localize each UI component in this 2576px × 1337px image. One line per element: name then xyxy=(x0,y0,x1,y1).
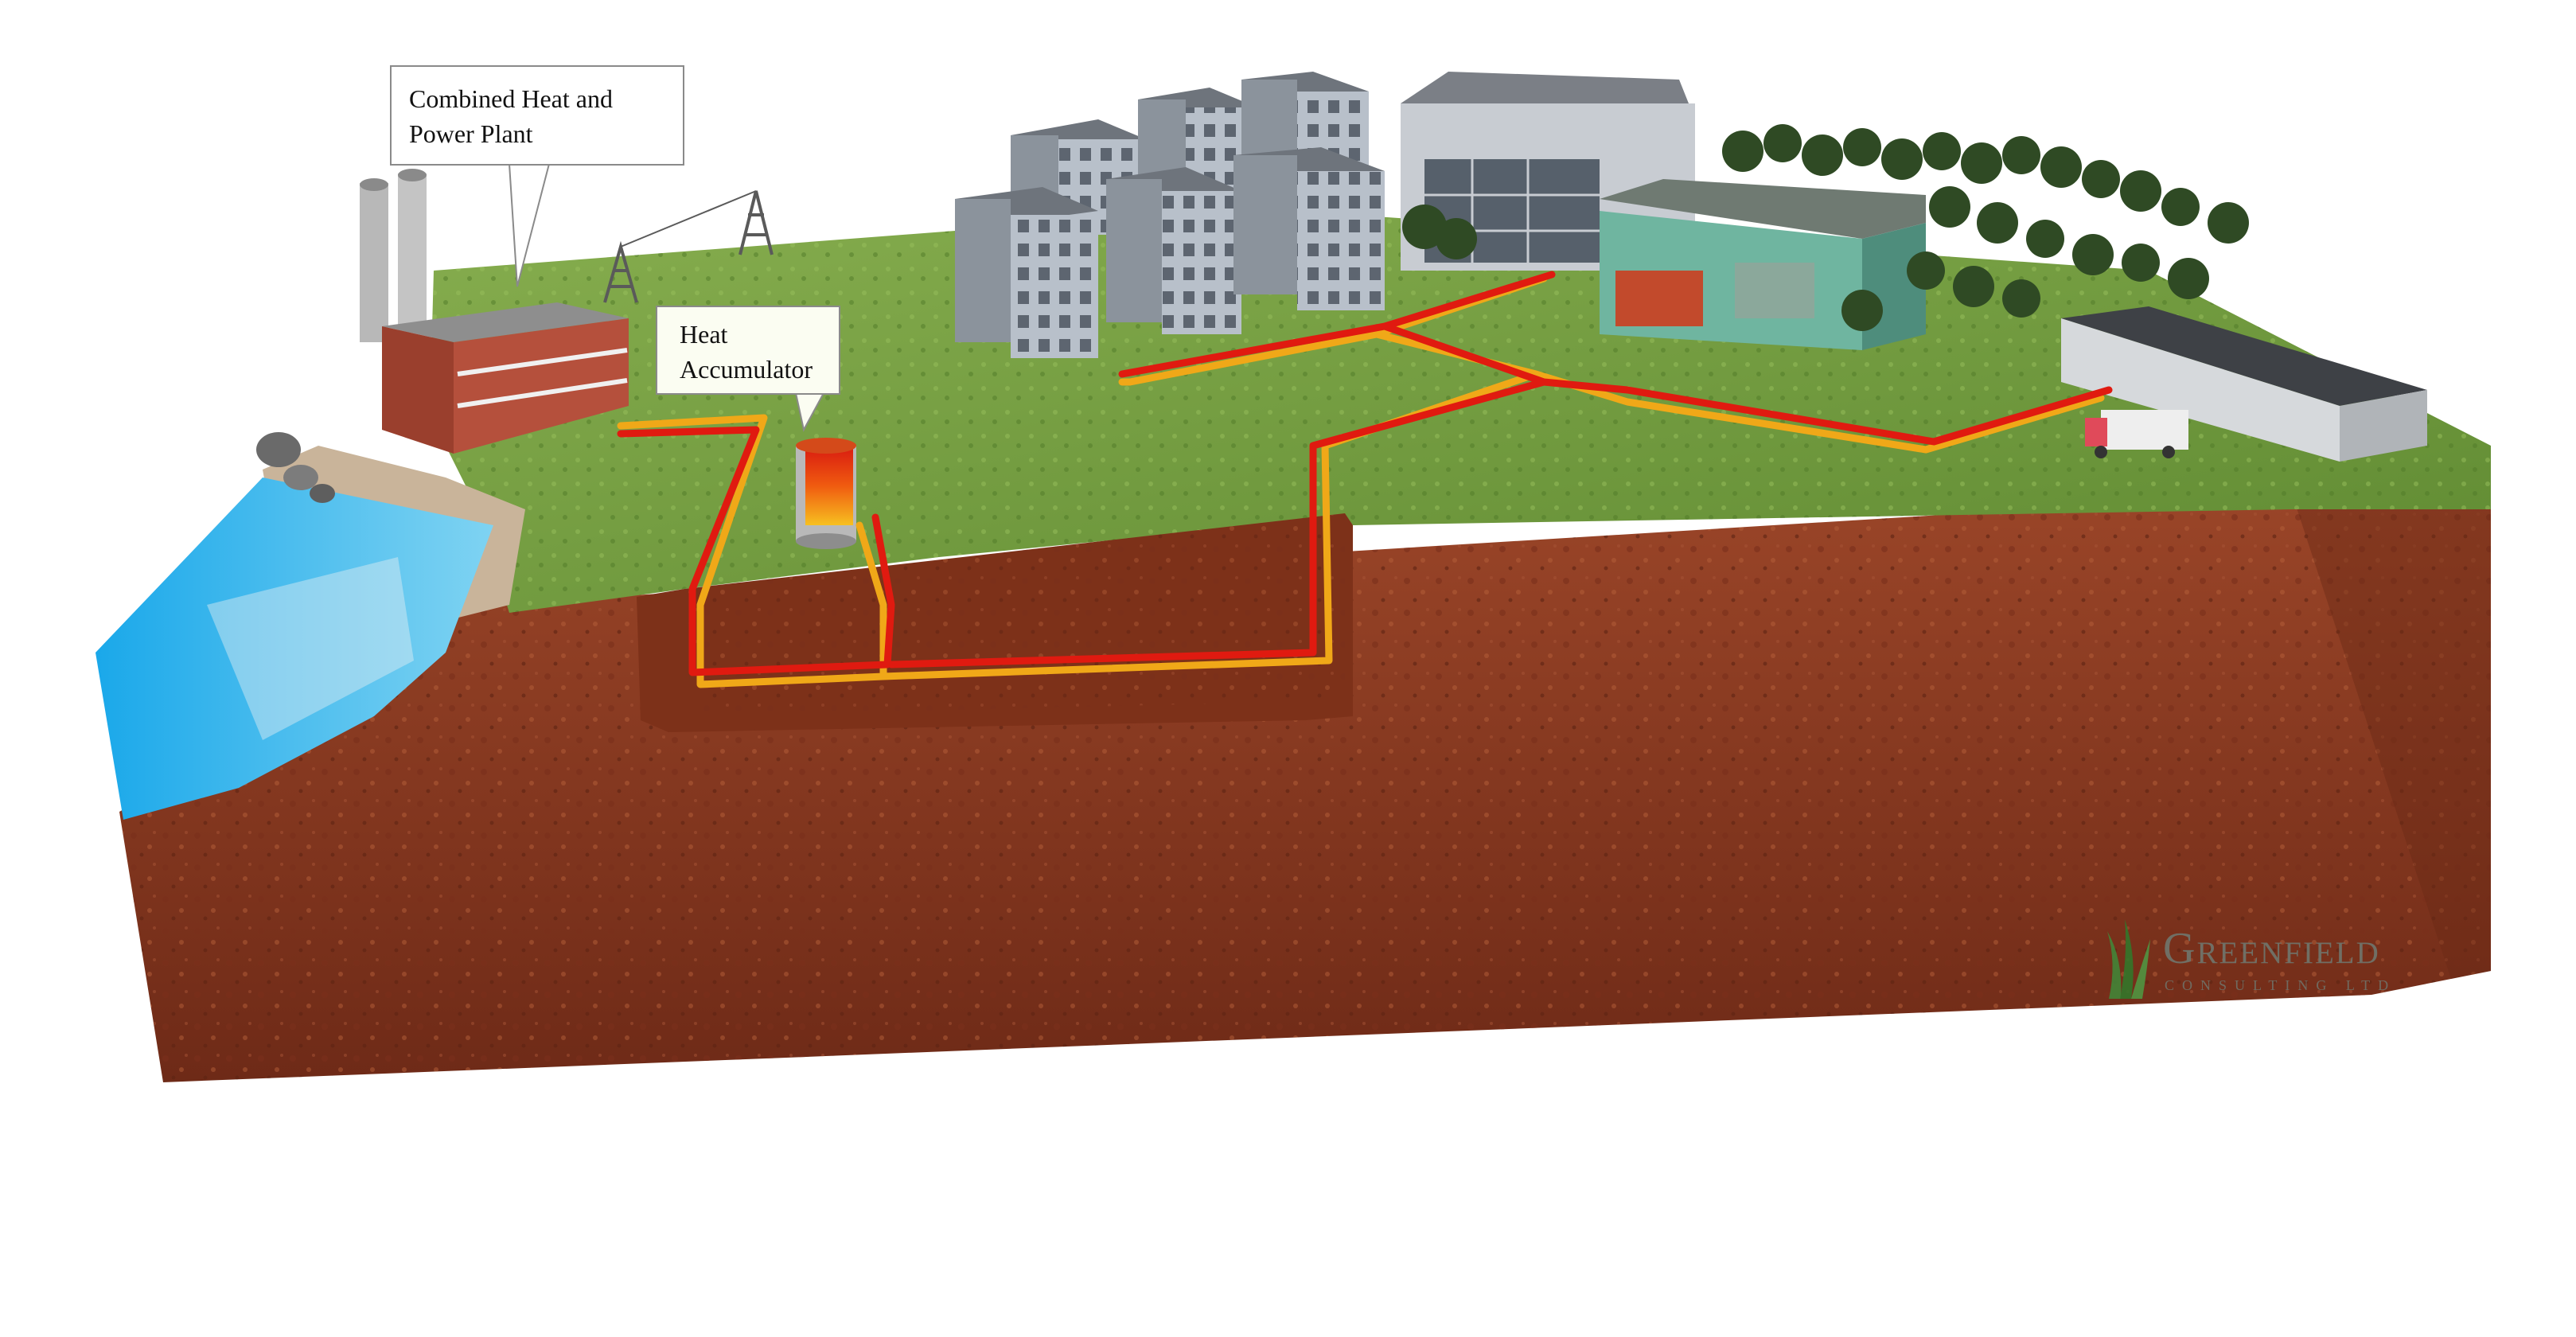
supply-pipe xyxy=(617,271,2113,676)
chimney-stacks xyxy=(360,169,427,342)
power-pylons xyxy=(603,190,774,303)
logo-subtitle: CONSULTING LTD xyxy=(2165,977,2397,993)
logo-wordmark: Greenfield xyxy=(2163,924,2380,973)
apartment-blocks xyxy=(955,72,1385,358)
grass-surface xyxy=(430,215,2491,613)
apartment-block xyxy=(1106,167,1241,334)
delivery-truck xyxy=(2085,410,2188,458)
chp-plant-building xyxy=(382,302,629,454)
lake xyxy=(95,477,493,820)
heat-accumulator-tank xyxy=(796,438,856,549)
callout-pointers xyxy=(508,163,825,432)
apartment-block xyxy=(955,187,1098,358)
rocks xyxy=(256,432,335,503)
warehouse xyxy=(2061,306,2427,462)
district-heating-pipes xyxy=(617,271,2113,688)
chp-callout-line2: Power Plant xyxy=(409,119,533,148)
trees xyxy=(1402,124,2249,331)
greenfield-logo: Greenfield CONSULTING LTD xyxy=(2101,907,2435,1011)
chp-callout: Combined Heat and Power Plant xyxy=(390,65,684,166)
grass-logo-icon xyxy=(2107,919,2150,999)
return-pipe xyxy=(617,275,2105,688)
chp-callout-line1: Combined Heat and xyxy=(409,84,613,113)
accumulator-callout-line2: Accumulator xyxy=(680,355,813,384)
heat-accumulator-callout: Heat Accumulator xyxy=(656,306,840,395)
apartment-block xyxy=(1233,147,1385,310)
accumulator-callout-line1: Heat xyxy=(680,320,728,349)
